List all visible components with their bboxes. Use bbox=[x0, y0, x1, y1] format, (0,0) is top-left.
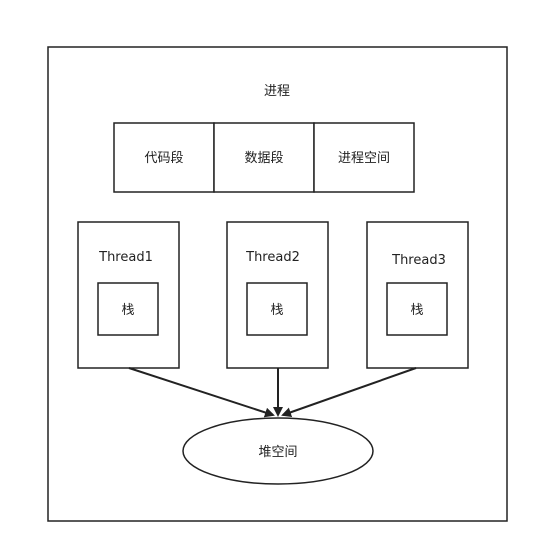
segment-data: 数据段 bbox=[213, 122, 315, 193]
thread-3-label: Thread3 bbox=[391, 253, 446, 268]
segment-code: 代码段 bbox=[113, 122, 215, 193]
process-title: 进程 bbox=[264, 84, 290, 99]
arrow-thread-1-to-heap bbox=[128, 367, 275, 418]
thread-3-stack-label: 栈 bbox=[410, 303, 423, 318]
thread-1: Thread1 栈 bbox=[77, 221, 180, 369]
process-container bbox=[47, 46, 508, 522]
arrow-thread-3-to-heap bbox=[281, 367, 417, 418]
thread-2: Thread2 栈 bbox=[226, 221, 329, 369]
thread-3-stack bbox=[386, 282, 448, 336]
thread-2-stack-label: 栈 bbox=[270, 303, 283, 318]
segment-process-space-label: 进程空间 bbox=[338, 151, 390, 166]
heap: 堆空间 bbox=[182, 417, 374, 485]
thread-1-stack-label: 栈 bbox=[121, 303, 134, 318]
heap-label: 堆空间 bbox=[258, 445, 297, 460]
segment-process-space: 进程空间 bbox=[313, 122, 415, 193]
thread-1-stack bbox=[97, 282, 159, 336]
thread-2-label: Thread2 bbox=[245, 250, 300, 265]
segment-data-label: 数据段 bbox=[244, 151, 283, 166]
thread-1-label: Thread1 bbox=[98, 250, 153, 265]
segment-code-label: 代码段 bbox=[144, 151, 183, 166]
thread-2-stack bbox=[246, 282, 308, 336]
thread-3: Thread3 栈 bbox=[366, 221, 469, 369]
